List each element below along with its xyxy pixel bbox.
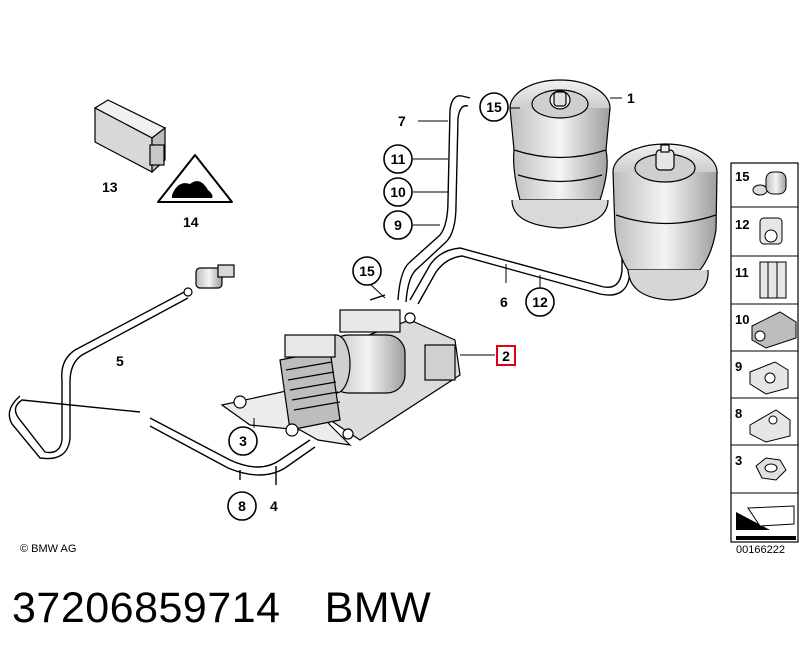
sidebar-item-label: 8 xyxy=(735,406,742,421)
sidebar-item-label: 11 xyxy=(735,265,749,280)
sidebar-item-12[interactable]: 12 xyxy=(735,217,783,245)
air-spring-rear-left xyxy=(509,79,611,229)
callout-label: 15 xyxy=(359,263,375,279)
callout-5[interactable]: 5 xyxy=(116,353,124,369)
parts-sidebar: 15 12 11 10 9 8 xyxy=(730,162,799,543)
callout-label: 8 xyxy=(238,498,246,514)
callout-2-highlighted[interactable]: 2 xyxy=(496,345,516,366)
callout-8[interactable]: 8 xyxy=(227,491,257,521)
callout-label: 12 xyxy=(532,294,548,310)
callout-label: 2 xyxy=(502,348,510,364)
sensor-part-5 xyxy=(183,264,235,297)
air-spring-rear-right xyxy=(612,143,718,301)
sidebar-item-label: 9 xyxy=(735,359,742,374)
brand-name: BMW xyxy=(324,584,432,632)
sidebar-item-11[interactable]: 11 xyxy=(735,261,787,299)
callout-label: 11 xyxy=(391,151,406,167)
leader-lines xyxy=(253,97,622,428)
callout-9[interactable]: 9 xyxy=(383,210,413,240)
callout-3[interactable]: 3 xyxy=(228,426,258,456)
part-caption: 37206859714 BMW xyxy=(12,584,431,633)
warning-label-14 xyxy=(157,154,233,203)
callout-10[interactable]: 10 xyxy=(383,177,413,207)
callout-11[interactable]: 11 xyxy=(383,144,413,174)
callout-14[interactable]: 14 xyxy=(183,214,199,230)
callout-label: 3 xyxy=(239,433,247,449)
callout-15b[interactable]: 15 xyxy=(352,256,382,286)
diagram-code: 00166222 xyxy=(736,544,785,556)
callout-6[interactable]: 6 xyxy=(500,294,508,310)
sidebar-item-label: 10 xyxy=(735,312,749,327)
callout-1[interactable]: 1 xyxy=(627,90,635,106)
sidebar-item-8[interactable]: 8 xyxy=(735,406,791,443)
sidebar-item-3[interactable]: 3 xyxy=(735,453,787,481)
callout-7[interactable]: 7 xyxy=(398,113,406,129)
sidebar-item-15[interactable]: 15 xyxy=(735,169,787,196)
callout-4[interactable]: 4 xyxy=(270,498,278,514)
nav-arrow-icon[interactable] xyxy=(736,505,796,540)
callout-12[interactable]: 12 xyxy=(525,287,555,317)
sidebar-item-10[interactable]: 10 xyxy=(735,311,797,349)
callout-label: 9 xyxy=(394,217,402,233)
callout-13[interactable]: 13 xyxy=(102,179,118,195)
sidebar-item-label: 3 xyxy=(735,453,742,468)
sidebar-item-label: 12 xyxy=(735,217,749,232)
callout-15a[interactable]: 15 xyxy=(479,92,509,122)
control-unit-13 xyxy=(93,99,167,174)
copyright-text: © BMW AG xyxy=(20,543,76,555)
sidebar-item-label: 15 xyxy=(735,169,749,184)
callout-label: 15 xyxy=(486,99,502,115)
part-number: 37206859714 xyxy=(12,584,281,632)
compressor-assembly xyxy=(220,309,461,446)
callout-label: 10 xyxy=(390,184,406,200)
sidebar-item-9[interactable]: 9 xyxy=(735,359,789,395)
